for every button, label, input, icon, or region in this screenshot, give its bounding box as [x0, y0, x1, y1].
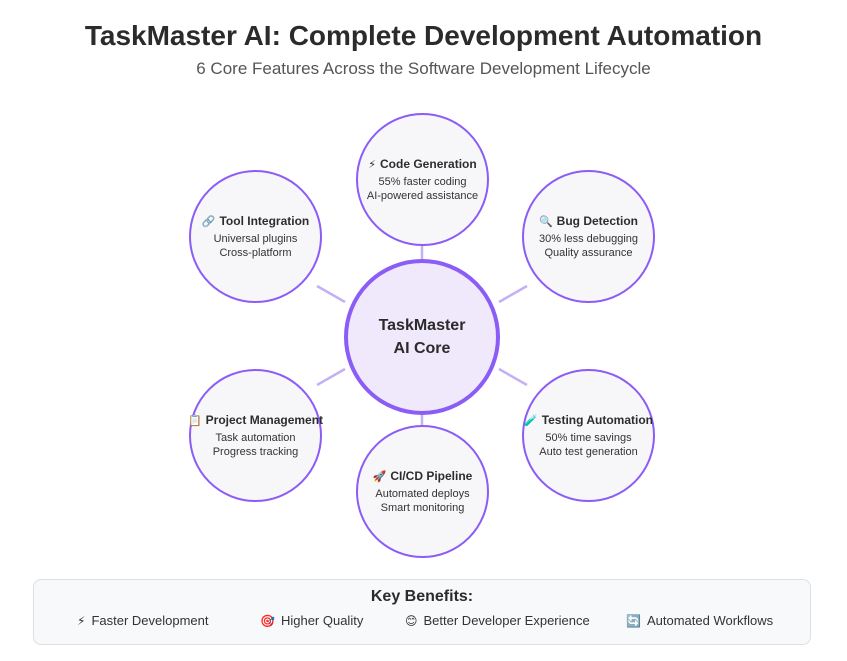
benefits-panel: Key Benefits: ⚡Faster Development 🎯Highe… — [33, 579, 811, 645]
node-desc: Smart monitoring — [380, 501, 465, 514]
benefit-item: 🎯Higher Quality — [260, 613, 364, 628]
node-stat: Task automation — [215, 431, 296, 444]
node-desc: Auto test generation — [539, 445, 638, 458]
benefit-item: 🔄Automated Workflows — [626, 613, 774, 628]
benefit-item: 😊Better Developer Experience — [405, 613, 590, 628]
node-testing-automation: 🧪Testing Automation 50% time savings Aut… — [522, 369, 655, 502]
node-code-generation: ⚡Code Generation 55% faster coding AI-po… — [356, 113, 489, 246]
node-stat: 50% time savings — [545, 431, 632, 444]
clipboard-icon: 📋 — [187, 414, 202, 427]
benefits-title: Key Benefits: — [370, 588, 474, 605]
node-desc: Progress tracking — [212, 445, 299, 458]
connector-bug-detection — [498, 284, 528, 304]
benefit-item: ⚡Faster Development — [77, 613, 209, 628]
lightning-icon: ⚡ — [368, 158, 377, 171]
connector-tool-integration — [316, 284, 346, 304]
node-stat: Automated deploys — [375, 487, 470, 500]
node-desc: Cross-platform — [219, 246, 292, 259]
node-project-management: 📋Project Management Task automation Prog… — [187, 369, 324, 502]
node-stat: 55% faster coding — [378, 175, 467, 188]
connector-project-management — [316, 367, 346, 387]
link-icon: 🔗 — [201, 215, 216, 228]
node-desc: AI-powered assistance — [366, 189, 479, 202]
node-desc: Quality assurance — [544, 246, 633, 259]
node-title: 📋Project Management — [187, 412, 324, 427]
rocket-icon: 🚀 — [372, 470, 387, 483]
node-title: ⚡Code Generation — [368, 156, 477, 171]
node-title: 🔍Bug Detection — [538, 213, 639, 228]
smiley-icon: 😊 — [405, 614, 418, 628]
page-subtitle: 6 Core Features Across the Software Deve… — [196, 59, 651, 78]
node-title: 🚀CI/CD Pipeline — [372, 468, 473, 483]
lightning-icon: ⚡ — [77, 614, 86, 628]
node-title: 🔗Tool Integration — [201, 213, 310, 228]
core-node: TaskMaster AI Core — [344, 259, 500, 415]
node-bug-detection: 🔍Bug Detection 30% less debugging Qualit… — [522, 170, 655, 303]
test-tube-icon: 🧪 — [523, 414, 538, 427]
node-title: 🧪Testing Automation — [523, 412, 654, 427]
magnifier-icon: 🔍 — [538, 215, 553, 228]
core-label: TaskMaster AI Core — [378, 317, 466, 357]
node-stat: 30% less debugging — [538, 232, 639, 245]
node-cicd-pipeline: 🚀CI/CD Pipeline Automated deploys Smart … — [356, 425, 489, 558]
refresh-icon: 🔄 — [626, 614, 641, 628]
page-title: TaskMaster AI: Complete Development Auto… — [84, 20, 763, 51]
node-stat: Universal plugins — [213, 232, 298, 245]
target-icon: 🎯 — [260, 614, 275, 628]
node-tool-integration: 🔗Tool Integration Universal plugins Cros… — [189, 170, 322, 303]
connector-testing-automation — [498, 367, 528, 387]
